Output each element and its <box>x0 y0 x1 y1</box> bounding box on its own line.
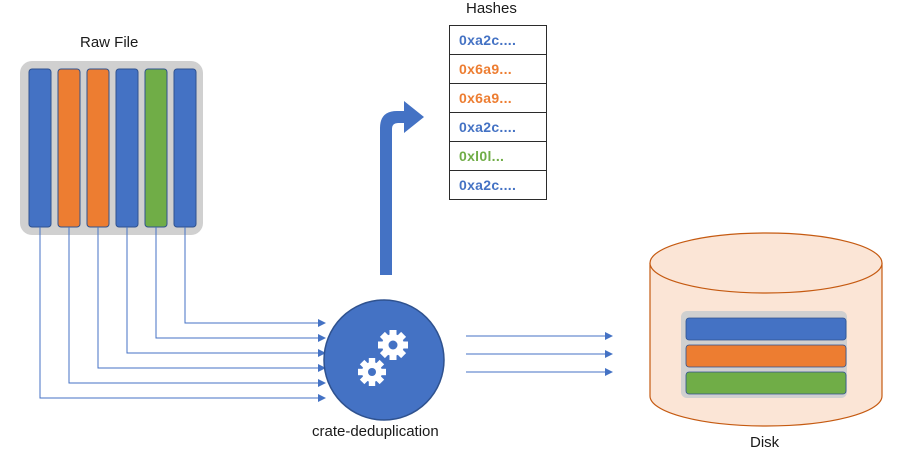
chunk-arrow <box>97 227 326 372</box>
hashes-table: 0xa2c....0x6a9...0x6a9...0xa2c....0xl0l.… <box>449 25 547 200</box>
disk-chunk-blue <box>685 317 847 341</box>
chunk-orange <box>86 68 110 228</box>
hash-row: 0xa2c.... <box>449 25 547 55</box>
chunk-blue <box>115 68 139 228</box>
process-label: crate-deduplication <box>312 423 439 440</box>
hash-row: 0x6a9... <box>449 83 547 113</box>
hash-row: 0x6a9... <box>449 54 547 84</box>
chunk-arrow <box>126 227 326 357</box>
chunk-arrow <box>184 227 326 327</box>
raw-file-label: Raw File <box>80 34 139 51</box>
hash-value: 0xl0l... <box>449 141 547 171</box>
hash-row: 0xa2c.... <box>449 170 547 200</box>
process-to-disk-arrows <box>466 332 613 376</box>
hash-value: 0xa2c.... <box>449 25 547 55</box>
deduplication-process <box>323 299 445 421</box>
hash-value: 0x6a9... <box>449 83 547 113</box>
chunk-arrow <box>39 227 326 402</box>
to-hashes-arrow <box>380 101 424 275</box>
chunk-to-process-arrows <box>39 227 326 402</box>
chunk-arrow <box>155 227 326 342</box>
hash-value: 0xa2c.... <box>449 112 547 142</box>
chunk-blue <box>173 68 197 228</box>
chunk-green <box>144 68 168 228</box>
gears-icon <box>358 330 408 386</box>
disk-stored-chunks <box>685 317 847 395</box>
disk-label: Disk <box>750 434 780 451</box>
disk-chunk-green <box>685 371 847 395</box>
hash-row: 0xa2c.... <box>449 112 547 142</box>
disk-cylinder <box>649 232 883 427</box>
hash-row: 0xl0l... <box>449 141 547 171</box>
disk-chunk-orange <box>685 344 847 368</box>
raw-file-chunks <box>28 68 197 228</box>
chunk-blue <box>28 68 52 228</box>
chunk-orange <box>57 68 81 228</box>
hash-value: 0xa2c.... <box>449 170 547 200</box>
chunk-arrow <box>68 227 326 387</box>
hashes-label: Hashes <box>466 0 517 17</box>
hash-value: 0x6a9... <box>449 54 547 84</box>
